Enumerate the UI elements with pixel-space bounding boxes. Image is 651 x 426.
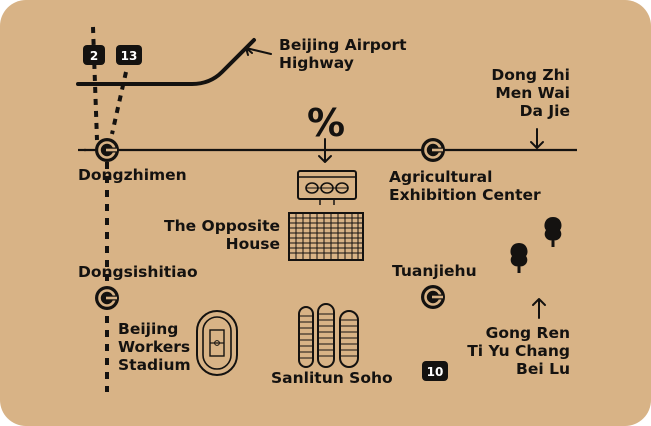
- dongsishitiao-station-label: Dongsishitiao: [78, 263, 198, 281]
- line-2-badge-text: 2: [90, 49, 98, 63]
- gongti-arrow-icon: [532, 298, 546, 319]
- percent-icon: %: [307, 101, 345, 145]
- airport-highway-label: Beijing Airport Highway: [279, 36, 407, 72]
- tree-icon: [510, 243, 528, 273]
- opposite-house-building-icon: [288, 212, 364, 261]
- line-10-badge: 10: [422, 361, 448, 381]
- tree-icon: [544, 217, 562, 247]
- line-13-badge: 13: [116, 45, 142, 65]
- line-13-badge-text: 13: [121, 49, 138, 63]
- airport-highway-label-line: Beijing Airport: [279, 36, 407, 54]
- dongzhimenwai-arrow-icon: [530, 128, 544, 149]
- tuanjiehu-subway-station-icon: [421, 285, 445, 309]
- line-2-badge: 2: [83, 45, 105, 65]
- dongzhimen-subway-station-icon: [95, 138, 119, 162]
- opposite-house-label: The Opposite House: [164, 217, 280, 253]
- agricultural-station-label: Agricultural Exhibition Center: [389, 168, 541, 204]
- agricultural-station-label-line: Agricultural: [389, 168, 493, 186]
- gongti-bei-lu-label-line: Gong Ren: [485, 324, 570, 342]
- sanlitun-soho-label: Sanlitun Soho: [271, 369, 393, 387]
- line-10-badge-text: 10: [427, 365, 444, 379]
- dongzhimenwai-label-line: Da Jie: [519, 102, 570, 120]
- cafe-building-icon: [297, 170, 357, 205]
- dongsishitiao-subway-station-icon: [95, 286, 119, 310]
- gongti-bei-lu-label-line: Bei Lu: [516, 360, 570, 378]
- dongzhimenwai-label: Dong Zhi Men Wai Da Jie: [491, 66, 570, 120]
- line-13-track: [110, 71, 128, 135]
- opposite-house-label-line: House: [225, 235, 280, 253]
- airport-highway-road: [76, 38, 256, 86]
- sanlitun-soho-towers-icon: [298, 303, 359, 368]
- workers-stadium-label-line: Stadium: [118, 356, 191, 374]
- workers-stadium-label: Beijing Workers Stadium: [118, 320, 191, 374]
- tuanjiehu-station-label: Tuanjiehu: [392, 262, 477, 280]
- agricultural-subway-station-icon: [421, 138, 445, 162]
- percent-arrow-icon: [318, 138, 332, 163]
- highway-arrow-icon: [245, 47, 272, 56]
- dongzhimenwai-label-line: Men Wai: [495, 84, 570, 102]
- airport-highway-label-line: Highway: [279, 54, 354, 72]
- agricultural-station-label-line: Exhibition Center: [389, 186, 541, 204]
- gongti-bei-lu-label: Gong Ren Ti Yu Chang Bei Lu: [467, 324, 570, 378]
- opposite-house-label-line: The Opposite: [164, 217, 280, 235]
- dongzhimenwai-label-line: Dong Zhi: [491, 66, 570, 84]
- dongzhimen-station-label: Dongzhimen: [78, 166, 187, 184]
- workers-stadium-label-line: Workers: [118, 338, 191, 356]
- workers-stadium-label-line: Beijing: [118, 320, 179, 338]
- gongti-bei-lu-label-line: Ti Yu Chang: [467, 342, 570, 360]
- stadium-icon: [196, 310, 238, 376]
